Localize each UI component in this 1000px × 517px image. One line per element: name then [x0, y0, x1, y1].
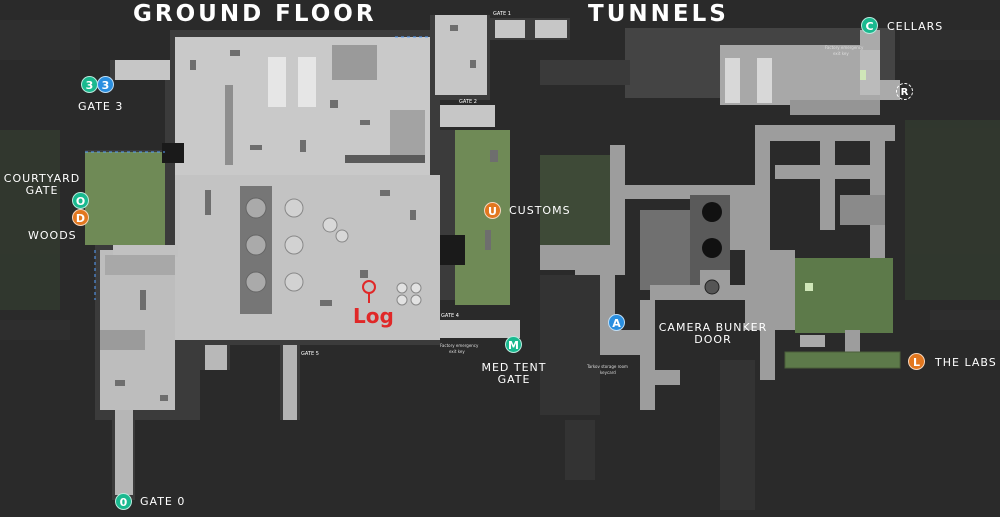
tunnel-note-line1: Tarkov storage room	[587, 364, 628, 369]
ground-floor-building	[85, 15, 570, 500]
cellars-key-note-line1: Factory emergency	[825, 45, 864, 50]
gate0-label: GATE 0	[140, 495, 186, 508]
med-tent-gate-marker[interactable]: M	[505, 336, 522, 353]
ground-floor-title: GROUND FLOOR	[133, 1, 377, 27]
cellars-marker[interactable]: C	[861, 17, 878, 34]
med-tent-label-line2: GATE	[497, 373, 531, 386]
courtyard-label-line2: GATE	[25, 184, 59, 197]
gate4-label: GATE 4	[441, 313, 459, 319]
camera-bunker-label-line1: CAMERA BUNKER	[658, 321, 768, 334]
log-label: Log	[353, 304, 394, 328]
woods-marker[interactable]: D	[72, 209, 89, 226]
camera-bunker-marker[interactable]: A	[608, 314, 625, 331]
customs-label: CUSTOMS	[509, 204, 571, 217]
gate3-label: GATE 3	[78, 100, 124, 113]
gate4-key-note-line2: exit key	[449, 349, 465, 354]
woods-label: WOODS	[28, 229, 77, 242]
gate1-label: GATE 1	[493, 11, 511, 17]
gate2-label: GATE 2	[459, 99, 477, 105]
med-tent-label-line1: MED TENT	[481, 361, 547, 374]
gate0-marker[interactable]: 0	[115, 493, 132, 510]
customs-marker[interactable]: U	[484, 202, 501, 219]
tunnels-level	[540, 28, 901, 510]
tunnel-note-line2: keycard	[600, 370, 616, 375]
tunnels-title: TUNNELS	[588, 1, 729, 27]
gate5-label: GATE 5	[301, 351, 319, 357]
cellars-label: CELLARS	[887, 20, 944, 33]
log-location-pin-icon	[362, 280, 376, 303]
labs-label: THE LABS	[935, 356, 997, 369]
cellars-key-note-line2: exit key	[833, 51, 849, 56]
camera-bunker-label-line2: DOOR	[694, 333, 732, 346]
gate4-key-note-line1: Factory emergency	[440, 343, 479, 348]
loot-cluster-icon	[805, 70, 866, 291]
courtyard-label-line1: COURTYARD	[3, 172, 81, 185]
outer-terrain	[0, 20, 1000, 340]
labs-marker[interactable]: L	[908, 353, 925, 370]
reserve-marker[interactable]: R	[896, 83, 913, 100]
courtyard-gate-marker[interactable]: O	[72, 192, 89, 209]
gate3-marker-a[interactable]: 3	[81, 76, 98, 93]
gate3-marker-b[interactable]: 3	[97, 76, 114, 93]
